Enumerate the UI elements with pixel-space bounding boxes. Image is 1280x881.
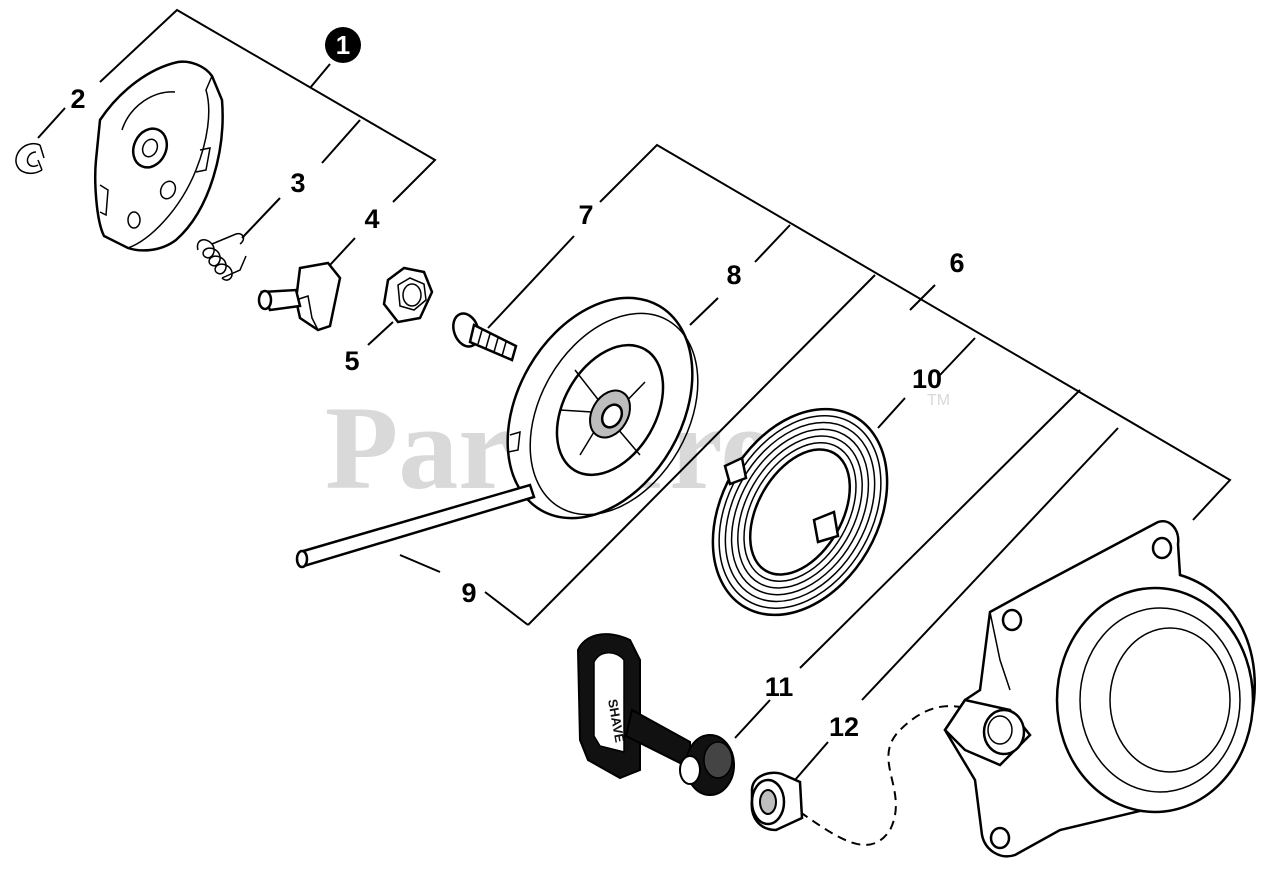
leader-12-bottom [794,741,829,781]
part-starter-housing [943,519,1256,858]
part-rope [295,483,536,569]
callout-12: 12 [829,712,859,742]
part-spring [196,232,247,281]
callout-1: 1 [336,30,350,60]
part-bushing [750,771,804,832]
part-e-clip [15,143,45,175]
part-pawl-plate [94,60,224,252]
callout-labels: 1 2 3 4 5 6 7 8 9 10 11 12 [70,27,965,742]
leader-11-bottom [734,699,771,739]
leader-7 [487,235,575,329]
part-pulley [506,296,699,520]
callout-1-circle [325,27,361,63]
part-screw [452,312,518,362]
leader-6 [909,284,936,311]
part-starter-handle: SHAVE [576,633,735,796]
part-recoil-spring [711,407,889,617]
bracket-9-vertical [527,274,876,626]
leader-12-top [861,427,1119,701]
watermark-trademark: TM [927,392,950,409]
callout-5: 5 [344,346,359,376]
leader-lines [37,8,1232,846]
leader-1 [309,63,331,89]
leader-4 [329,237,356,266]
callout-7: 7 [578,200,593,230]
callout-2: 2 [70,84,85,114]
bracket-group-1 [99,8,437,203]
leader-5 [367,321,394,346]
leader-10-bottom [877,397,906,429]
leader-3-top [321,119,361,164]
dashed-install-path [799,705,991,846]
callout-8: 8 [726,260,741,290]
part-pawl [257,261,342,332]
callout-6: 6 [949,248,964,278]
leader-8-bottom [689,297,719,326]
leader-11-top [799,389,1081,669]
callout-11: 11 [765,672,794,702]
bracket-group-6 [599,143,1232,521]
leader-8-top [754,224,791,263]
leader-9-left [399,554,441,573]
leader-3-bottom [241,197,281,239]
leader-10-top [939,337,976,376]
leader-9-right [484,591,529,626]
leader-2 [37,107,66,139]
callout-9: 9 [461,578,476,608]
callout-4: 4 [364,204,379,234]
callout-10: 10 [912,364,942,394]
part-hex-nut [382,266,434,324]
callout-3: 3 [290,168,305,198]
